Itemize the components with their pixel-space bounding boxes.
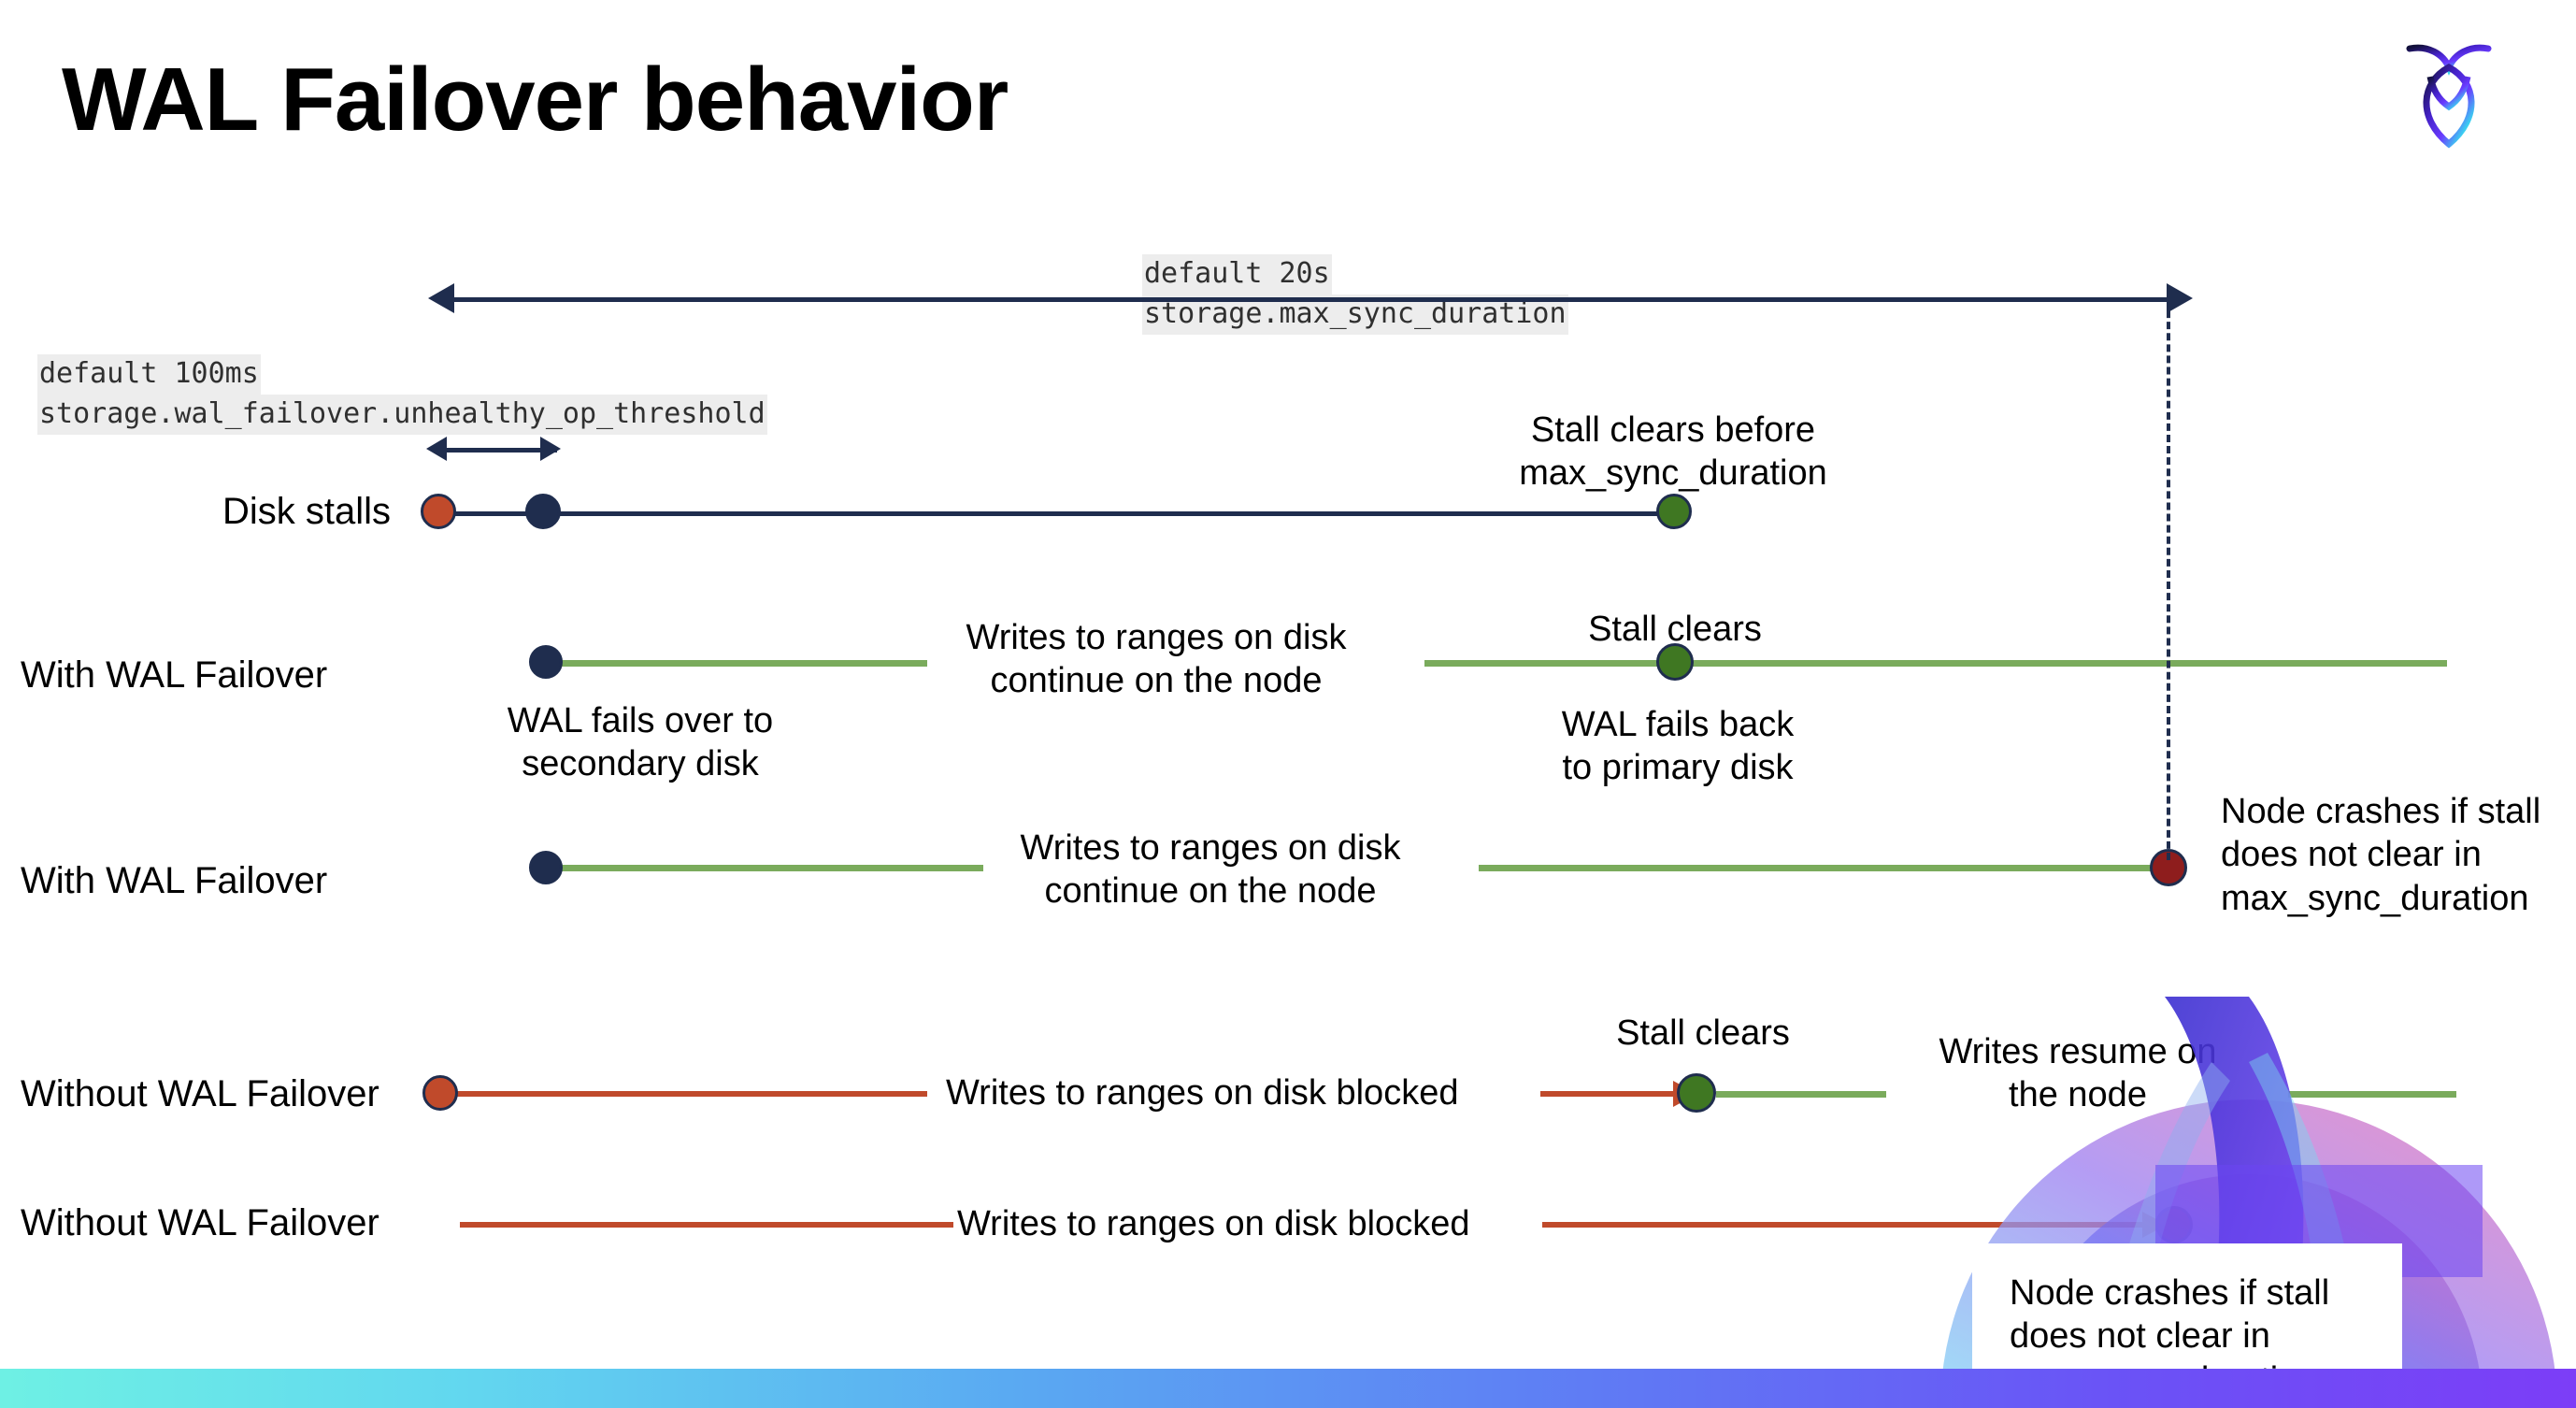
max-sync-span-line <box>454 297 2168 302</box>
note-wal-fails-back: WAL fails back to primary disk <box>1561 705 1795 788</box>
wal-failover-1-segment-b <box>1424 660 2447 667</box>
page-title: WAL Failover behavior <box>62 50 1009 150</box>
wal-failover-2-segment-b <box>1479 865 2170 871</box>
threshold-arrow-head-left-icon <box>426 437 447 461</box>
threshold-arrow-head-right-icon <box>540 437 561 461</box>
without-failover-2-blocked-b <box>1542 1222 2150 1228</box>
unhealthy-threshold-default-label: default 100ms <box>37 354 261 395</box>
disk-stall-start-dot <box>421 494 456 529</box>
note-writes-blocked-2: Writes to ranges on disk blocked <box>957 1204 1470 1243</box>
note-wal-fails-over: WAL fails over to secondary disk <box>507 701 774 784</box>
without-failover-1-clear-dot <box>1677 1073 1716 1113</box>
arrow-head-right-icon <box>2167 283 2193 313</box>
threshold-span-line <box>445 448 557 453</box>
without-failover-2-crash-dot <box>2155 1206 2193 1243</box>
cockroachdb-logo-icon <box>2393 28 2505 159</box>
note-writes-continue-1: Writes to ranges on disk continue on the… <box>966 618 1347 701</box>
disk-stalls-timeline <box>439 511 1675 516</box>
wal-failover-1-segment-a <box>548 660 927 667</box>
note-stall-clears-before: Stall clears before max_sync_duration <box>1519 410 1827 494</box>
row-label-with-wal-failover-1: With WAL Failover <box>21 654 328 696</box>
without-failover-1-resume-b <box>2288 1091 2456 1098</box>
row-label-without-wal-failover-1: Without WAL Failover <box>21 1073 379 1114</box>
wal-failover-1-start-dot <box>529 645 563 679</box>
wal-failover-1-clear-dot <box>1656 643 1694 681</box>
bottom-gradient-bar <box>0 1369 2576 1408</box>
note-writes-resume: Writes resume on the node <box>1939 1032 2217 1115</box>
without-failover-1-blocked-b <box>1540 1091 1681 1097</box>
without-failover-1-blocked-a <box>454 1091 927 1097</box>
without-failover-2-blocked-a <box>460 1222 953 1228</box>
wal-failover-2-start-dot <box>529 851 563 884</box>
row-label-without-wal-failover-2: Without WAL Failover <box>21 1202 379 1243</box>
without-failover-1-start-dot <box>422 1075 458 1111</box>
max-sync-dashed-connector <box>2167 299 2170 860</box>
note-stall-clears-1: Stall clears <box>1588 610 1762 649</box>
wal-failover-2-segment-a <box>548 865 983 871</box>
unhealthy-threshold-setting-label: storage.wal_failover.unhealthy_op_thresh… <box>37 395 767 435</box>
max-sync-default-label: default 20s <box>1142 254 1332 295</box>
without-failover-1-resume-a <box>1716 1091 1886 1098</box>
note-writes-continue-2: Writes to ranges on disk continue on the… <box>1020 828 1401 912</box>
arrow-head-left-icon <box>428 283 454 313</box>
row-label-with-wal-failover-2: With WAL Failover <box>21 860 328 901</box>
note-writes-blocked-1: Writes to ranges on disk blocked <box>946 1073 1459 1113</box>
note-node-crashes-1: Node crashes if stall does not clear in … <box>2221 792 2541 918</box>
row-label-disk-stalls: Disk stalls <box>222 491 392 532</box>
disk-stall-failover-dot <box>525 494 561 529</box>
disk-stall-clear-dot <box>1656 494 1692 529</box>
note-stall-clears-2: Stall clears <box>1616 1013 1790 1053</box>
